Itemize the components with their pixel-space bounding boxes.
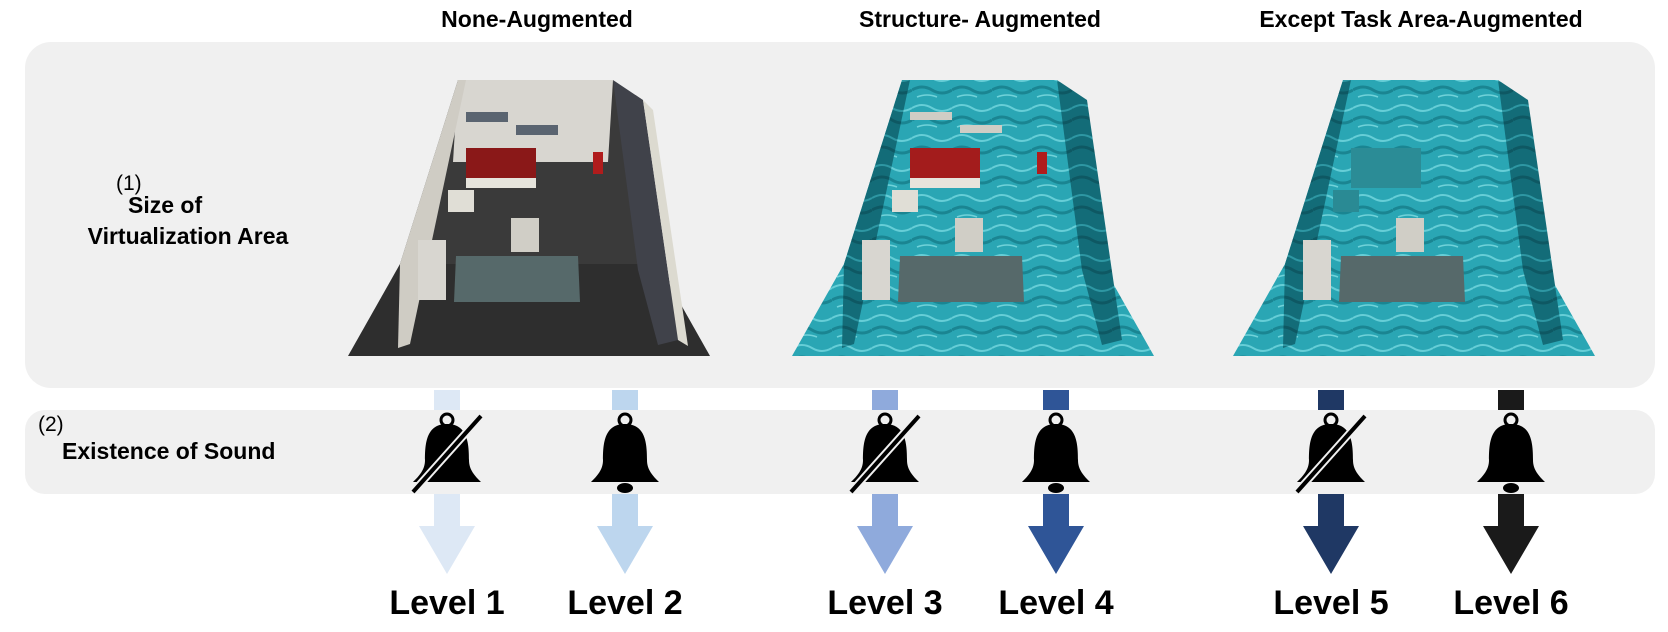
column-title-except-task-area-augmented: Except Task Area-Augmented	[1259, 6, 1583, 32]
shelf	[910, 112, 952, 120]
level-2-label: Level 2	[567, 584, 683, 622]
shelf	[960, 125, 1002, 133]
level-5-bar	[1318, 390, 1344, 410]
row-number-2: (2)	[38, 413, 64, 436]
chair	[955, 218, 983, 252]
sound-band	[25, 410, 1655, 494]
level-5-arrow	[1303, 494, 1359, 574]
window	[466, 112, 508, 122]
nightstand	[1333, 190, 1359, 212]
level-1-arrow	[419, 494, 475, 574]
right-wall	[613, 80, 678, 345]
level-3-label: Level 3	[827, 584, 943, 622]
muted-bell-icon	[1294, 412, 1368, 494]
level-1-bar	[434, 390, 460, 410]
nightstand	[448, 190, 474, 212]
bed	[466, 148, 536, 182]
level-2-arrow	[597, 494, 653, 574]
back-wall	[897, 80, 1057, 162]
level-2-bar	[612, 390, 638, 410]
left-wall	[398, 80, 466, 348]
level-4-bar	[1043, 390, 1069, 410]
room-render-except-task-area-augmented	[1233, 80, 1595, 356]
desk	[454, 256, 580, 302]
level-6-bar	[1498, 390, 1524, 410]
drawers	[1303, 240, 1331, 300]
level-6-arrow	[1483, 494, 1539, 574]
chair	[511, 218, 539, 252]
level-3-arrow	[857, 494, 913, 574]
level-3-bar	[872, 390, 898, 410]
column-title-structure-augmented: Structure- Augmented	[859, 6, 1101, 32]
bed	[910, 148, 980, 182]
right-wall	[1498, 80, 1563, 345]
row-number-1: (1)	[116, 172, 142, 195]
row-label-existence-of-sound: Existence of Sound	[62, 438, 276, 464]
back-wall	[453, 80, 613, 162]
level-5-label: Level 5	[1273, 584, 1389, 622]
column-title-none-augmented: None-Augmented	[441, 6, 633, 32]
back-wall	[1338, 80, 1498, 162]
right-wall	[1057, 80, 1122, 345]
drawers	[418, 240, 446, 300]
level-4-arrow	[1028, 494, 1084, 574]
room-render-none-augmented	[348, 80, 710, 356]
window	[516, 125, 558, 135]
drawers	[862, 240, 890, 300]
bed-frame	[910, 178, 980, 188]
muted-bell-icon	[848, 412, 922, 494]
level-1-label: Level 1	[389, 584, 505, 622]
bell-icon	[591, 412, 659, 493]
chair	[1396, 218, 1424, 252]
level-6-label: Level 6	[1453, 584, 1569, 622]
bell-icon	[1022, 412, 1090, 493]
row-label-virtualization-area: Size of Virtualization Area	[68, 190, 308, 252]
level-4-label: Level 4	[998, 584, 1114, 622]
row-label-line-2: Virtualization Area	[87, 223, 289, 249]
nightstand	[892, 190, 918, 212]
desk	[898, 256, 1024, 302]
bell-icon	[1477, 412, 1545, 493]
left-wall	[842, 80, 910, 348]
left-wall	[1283, 80, 1351, 348]
right-wall-edge	[643, 100, 688, 346]
desk	[1339, 256, 1465, 302]
muted-bell-icon	[410, 412, 484, 494]
row-label-line-1: Size of	[128, 192, 203, 218]
lamp	[1037, 152, 1047, 174]
room-render-structure-augmented	[792, 80, 1154, 356]
lamp	[593, 152, 603, 174]
bed	[1351, 148, 1421, 188]
bed-frame	[466, 178, 536, 188]
